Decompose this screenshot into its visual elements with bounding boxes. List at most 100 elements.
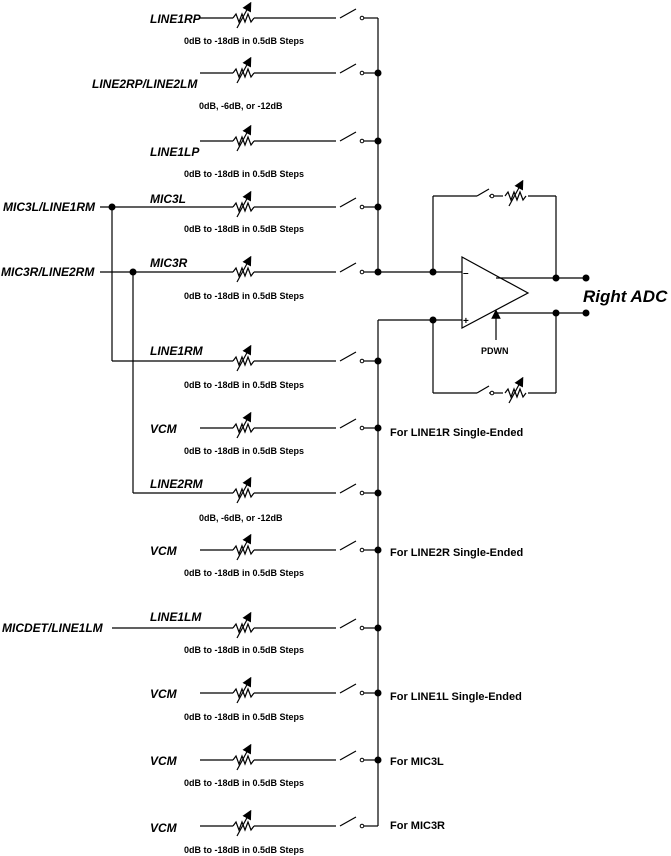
label-mic3r: MIC3R — [150, 256, 188, 270]
variable-resistor-icon — [232, 487, 255, 499]
switch-blade-icon — [339, 816, 357, 827]
op-amp-minus-sign: – — [463, 268, 469, 279]
variable-resistor-icon — [504, 190, 527, 202]
switch-blade-icon — [339, 63, 357, 74]
adjust-arrow-icon — [236, 411, 252, 439]
adjust-arrow-icon — [236, 344, 252, 372]
switch-contact-icon — [359, 15, 365, 21]
adjust-arrow-icon — [236, 743, 252, 771]
label-vcm: VCM — [150, 422, 178, 436]
variable-resistor-icon — [232, 544, 255, 556]
variable-resistor-icon — [232, 820, 255, 832]
mixer-channel — [200, 124, 382, 152]
label-line1lp: LINE1LP — [150, 145, 200, 159]
label-line1rm: LINE1RM — [150, 344, 204, 358]
adjust-arrow-icon — [236, 533, 252, 561]
mixer-channel — [200, 344, 382, 372]
pga-amplifier: – + PDWN Right ADC — [432, 188, 668, 394]
adjust-arrow-icon — [236, 1, 252, 29]
variable-resistor-icon — [232, 135, 255, 147]
gain-range-text: 0dB to -18dB in 0.5dB Steps — [184, 291, 304, 301]
switch-blade-icon — [339, 618, 357, 629]
junction-dot — [108, 203, 116, 211]
note-for-mic3r: For MIC3R — [390, 820, 445, 832]
mixer-channel — [200, 611, 382, 639]
feedback-resistors — [489, 179, 527, 404]
switch-contact-icon — [359, 757, 365, 763]
gain-range-text: 0dB to -18dB in 0.5dB Steps — [184, 224, 304, 234]
switch-contact-icon — [359, 625, 365, 631]
switch-contact-icon — [359, 425, 365, 431]
switch-blade-icon — [339, 8, 357, 19]
switch-contact-icon — [489, 193, 495, 199]
junction-dot — [582, 309, 590, 317]
label-micdet-line1lm: MICDET/LINE1LM — [2, 621, 104, 635]
switch-blade-icon — [339, 418, 357, 429]
amp-junction-dots — [429, 268, 590, 324]
junction-dot — [429, 316, 437, 324]
label-line1rp: LINE1RP — [150, 12, 202, 26]
label-mic3l-line1rm: MIC3L/LINE1RM — [3, 200, 96, 214]
mixer-channel — [200, 56, 382, 84]
mixer-channels — [200, 1, 382, 837]
gain-range-text: 0dB, -6dB, or -12dB — [199, 101, 283, 111]
gain-range-text: 0dB to -18dB in 0.5dB Steps — [184, 778, 304, 788]
variable-resistor-icon — [504, 387, 527, 399]
mixer-channel — [200, 190, 382, 218]
junction-dot — [552, 274, 560, 282]
label-mic3r-line2rm: MIC3R/LINE2RM — [1, 265, 95, 279]
bus-notes: For LINE1R Single-Ended For LINE2R Singl… — [390, 427, 523, 832]
switch-contact-icon — [359, 204, 365, 210]
mixer-channel — [200, 255, 382, 283]
mixer-channel — [200, 809, 378, 837]
switch-contact-icon — [359, 269, 365, 275]
adjust-arrow-icon — [236, 809, 252, 837]
gain-range-text: 0dB, -6dB, or -12dB — [199, 513, 283, 523]
switch-blade-icon — [339, 131, 357, 142]
variable-resistor-icon — [232, 266, 255, 278]
gain-range-text: 0dB to -18dB in 0.5dB Steps — [184, 380, 304, 390]
variable-resistor-icon — [232, 67, 255, 79]
switch-contact-icon — [359, 70, 365, 76]
adjust-arrow-icon — [236, 611, 252, 639]
note-line1r-single-ended: For LINE1R Single-Ended — [390, 427, 523, 439]
adjust-arrow-icon — [508, 179, 524, 207]
switch-contact-icon — [359, 490, 365, 496]
switch-contact-icon — [489, 390, 495, 396]
mixer-channel — [200, 676, 382, 704]
gain-range-text: 0dB to -18dB in 0.5dB Steps — [184, 446, 304, 456]
variable-resistor-icon — [232, 422, 255, 434]
gain-range-text: 0dB to -18dB in 0.5dB Steps — [184, 169, 304, 179]
switch-contact-icon — [359, 358, 365, 364]
switch-blade-icon — [339, 351, 357, 362]
adjust-arrow-icon — [236, 676, 252, 704]
mixer-channel — [200, 411, 382, 439]
op-amp-triangle — [461, 255, 530, 329]
switch-contact-icon — [359, 138, 365, 144]
switch-contact-icon — [359, 547, 365, 553]
pdwn-label: PDWN — [481, 346, 509, 356]
gain-range-text: 0dB to -18dB in 0.5dB Steps — [184, 712, 304, 722]
mixer-channel — [200, 1, 378, 29]
label-line2rm: LINE2RM — [150, 477, 204, 491]
variable-resistor-icon — [232, 687, 255, 699]
mixer-channel — [200, 743, 382, 771]
junction-dot — [552, 309, 560, 317]
note-line1l-single-ended: For LINE1L Single-Ended — [390, 691, 522, 703]
adjust-arrow-icon — [236, 255, 252, 283]
gain-range-text: 0dB to -18dB in 0.5dB Steps — [184, 36, 304, 46]
note-for-mic3l: For MIC3L — [390, 756, 444, 768]
switch-blade-icon — [339, 262, 357, 273]
junction-dot — [582, 274, 590, 282]
switch-blade-icon — [339, 197, 357, 208]
label-line2rp-line2lm: LINE2RP/LINE2LM — [92, 77, 198, 91]
op-amp-plus-sign: + — [463, 316, 469, 327]
adjust-arrow-icon — [508, 376, 524, 404]
summing-buses — [377, 18, 462, 826]
switch-blade-icon — [339, 540, 357, 551]
note-line2r-single-ended: For LINE2R Single-Ended — [390, 547, 523, 559]
gain-range-text: 0dB to -18dB in 0.5dB Steps — [184, 568, 304, 578]
switch-blade-icon — [339, 683, 357, 694]
gain-range-text: 0dB to -18dB in 0.5dB Steps — [184, 645, 304, 655]
